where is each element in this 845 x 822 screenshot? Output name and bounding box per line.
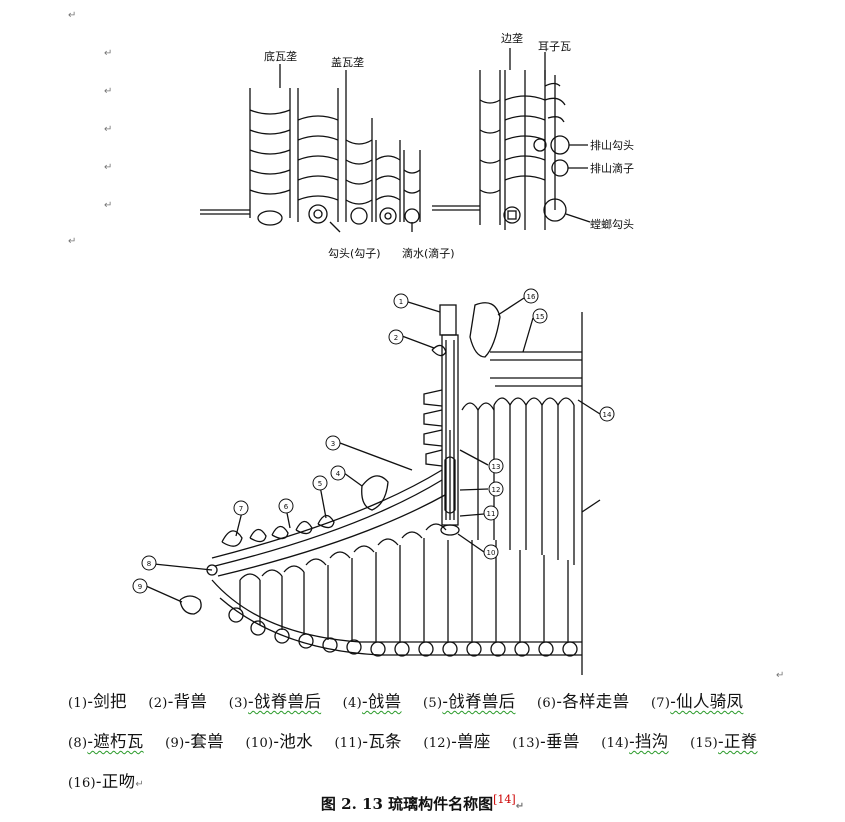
tile-ridge-diagram: 底瓦垄 盖瓦垄 勾头(勾子) 滴水(滴子) 边垄 耳子瓦 排山勾头 排山滴子 螳… [200, 31, 634, 260]
callout-14: 14 [603, 411, 612, 419]
roof-component-drawing: 1 2 16 15 14 3 13 12 11 10 4 5 6 7 8 9 [132, 288, 615, 675]
legend-item: (10)-池水 [245, 732, 313, 751]
label-ear-tile: 耳子瓦 [538, 40, 571, 53]
label-cover-tile-ridge: 盖瓦垄 [331, 55, 364, 69]
label-gable-di-zi: 排山滴子 [590, 161, 634, 175]
legend-item: (15)-正脊 [690, 732, 758, 751]
callout-12: 12 [492, 486, 501, 494]
label-bottom-tile-ridge: 底瓦垄 [264, 49, 297, 63]
paragraph-mark: ↵ [104, 86, 113, 97]
legend-item: (5)-戗脊兽后 [423, 692, 516, 711]
callout-4: 4 [336, 470, 341, 478]
label-edge-ridge: 边垄 [501, 31, 523, 45]
callout-1: 1 [399, 298, 403, 306]
component-legend: (1)-剑把 (2)-背兽 (3)-戗脊兽后 (4)-戗兽 (5)-戗脊兽后 (… [68, 683, 808, 804]
legend-item: (9)-套兽 [165, 732, 224, 751]
label-mantis-gou-tou: 螳螂勾头 [590, 217, 634, 231]
legend-item: (6)-各样走兽 [536, 692, 630, 711]
callout-5: 5 [318, 480, 322, 488]
legend-item: (3)-戗脊兽后 [228, 692, 322, 711]
legend-item: (12)-兽座 [423, 732, 491, 751]
legend-item: (7)-仙人骑凤 [650, 692, 744, 711]
callout-2: 2 [394, 334, 398, 342]
legend-item: (4)-戗兽 [342, 692, 402, 711]
legend-item: (13)-垂兽 [512, 732, 580, 751]
legend-item: (16)-正吻↵ [68, 772, 145, 791]
legend-item: (14)-挡沟 [601, 732, 669, 751]
legend-item: (1)-剑把 [68, 692, 127, 711]
callout-6: 6 [284, 503, 289, 511]
label-di-shui: 滴水(滴子) [402, 246, 455, 260]
legend-item: (11)-瓦条 [334, 732, 402, 751]
paragraph-mark: ↵ [68, 10, 77, 21]
callout-8: 8 [147, 560, 151, 568]
callout-13: 13 [492, 463, 501, 471]
legend-item: (2)-背兽 [148, 692, 208, 711]
paragraph-mark: ↵ [776, 670, 785, 681]
callout-15: 15 [536, 313, 545, 321]
legend-item: (8)-遮朽瓦 [68, 732, 144, 751]
callout-7: 7 [239, 505, 243, 513]
callout-9: 9 [138, 583, 142, 591]
callout-11: 11 [487, 510, 496, 518]
figure-caption: 图 2. 13 琉璃构件名称图[14]↵ [320, 793, 525, 813]
label-gable-gou-tou: 排山勾头 [590, 138, 634, 152]
paragraph-mark: ↵ [104, 124, 113, 135]
paragraph-mark: ↵ [104, 200, 113, 211]
callout-3: 3 [331, 440, 335, 448]
callout-10: 10 [487, 549, 496, 557]
citation-ref[interactable]: [14] [493, 793, 516, 806]
label-gou-tou: 勾头(勾子) [328, 247, 381, 260]
paragraph-mark: ↵ [104, 48, 113, 59]
paragraph-mark: ↵ [104, 162, 113, 173]
callout-16: 16 [527, 293, 536, 301]
paragraph-mark: ↵ [68, 236, 77, 247]
